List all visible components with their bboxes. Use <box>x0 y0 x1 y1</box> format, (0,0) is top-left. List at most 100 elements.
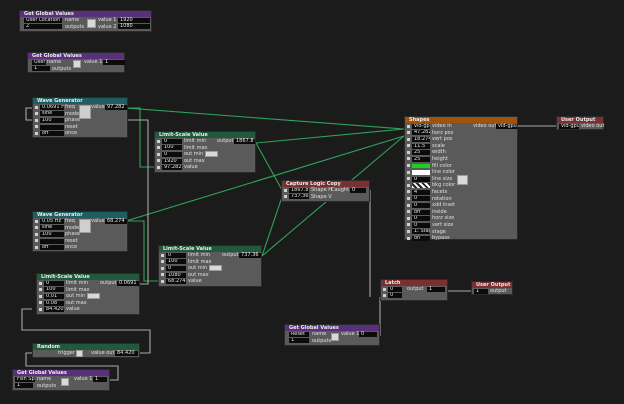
out-max-label: out max <box>188 271 209 278</box>
reset-field[interactable] <box>40 124 64 130</box>
outputs-field[interactable]: 1 <box>289 338 309 344</box>
value-field[interactable]: 84.420 <box>44 307 64 313</box>
limit-max-field[interactable]: 100 <box>162 145 182 151</box>
video-in-label: video in <box>432 123 452 129</box>
value2-output: 1080 <box>118 24 150 30</box>
height-field[interactable]: 25 <box>412 156 430 162</box>
limit-max-field[interactable]: 100 <box>166 259 186 265</box>
horz-size-label: horz size <box>432 215 455 222</box>
globe-icon <box>87 19 96 28</box>
limit-min-field[interactable]: 0 <box>44 280 64 286</box>
vert-pos-field[interactable]: 18.274 <box>412 136 430 142</box>
latch-input-1[interactable]: 0 <box>388 286 402 292</box>
out-min-field[interactable]: 0.01 <box>44 293 64 299</box>
facets-field[interactable]: 4 <box>412 189 430 195</box>
inside-field[interactable]: off <box>412 209 430 215</box>
outputs-label: outputs <box>52 65 72 72</box>
out-max-field[interactable]: 0.08 <box>44 300 64 306</box>
phase-field[interactable]: 100 <box>40 117 64 123</box>
shape-h-field[interactable]: 1867.8 <box>289 187 309 193</box>
freq-field[interactable]: 0.05 Hz <box>40 218 64 224</box>
once-field[interactable]: off <box>40 131 64 137</box>
line-size-field[interactable]: 0 <box>412 176 430 182</box>
bypass-field[interactable]: on <box>412 235 430 241</box>
name-label: name <box>312 331 327 337</box>
wire-wave2-to-ls2 <box>126 220 158 282</box>
bkg-color-swatch[interactable] <box>412 183 430 188</box>
out-min-field[interactable]: 0 <box>166 265 186 271</box>
vert-size-field[interactable]: 0 <box>412 222 430 228</box>
fill-color-swatch[interactable] <box>412 163 430 169</box>
width-label: width <box>432 149 446 156</box>
shape-h-label: Shape H <box>311 187 333 193</box>
video-out-label: video out <box>473 123 497 129</box>
value-field[interactable]: 97.282 <box>162 165 182 171</box>
output-value: 737.36 <box>239 252 261 258</box>
horz-size-field[interactable]: 0 <box>412 216 430 222</box>
out-max-label: out max <box>66 299 87 306</box>
once-field[interactable]: off <box>40 245 64 251</box>
video-in-field[interactable]: vid-gpu <box>412 123 430 129</box>
rotation-field[interactable]: 0 <box>412 196 430 202</box>
name-label: name <box>47 59 62 65</box>
out-min-field[interactable]: 0 <box>162 151 182 157</box>
out-max-field[interactable]: 1080 <box>166 272 186 278</box>
freq-label: freq <box>65 218 75 224</box>
width-field[interactable]: 25 <box>412 150 430 156</box>
value-output: 68.274 <box>105 218 127 224</box>
out-max-label: out max <box>184 157 205 164</box>
value-label: value <box>91 104 105 110</box>
outputs-label: outputs <box>37 382 57 389</box>
outputs-field[interactable]: 2 <box>24 24 62 30</box>
mode-label: mode <box>65 224 80 231</box>
freq-field[interactable]: 0.0691 Hz <box>40 104 64 110</box>
limit-max-label: limit max <box>66 286 90 293</box>
horz-pos-field[interactable]: 47.282 <box>412 130 430 136</box>
caught-label: Caught <box>331 187 350 193</box>
trigger-label: trigger <box>58 350 75 356</box>
user-output-value[interactable]: 1 <box>474 288 488 294</box>
phase-field[interactable]: 100 <box>40 231 64 237</box>
name-field[interactable]: User Location <box>24 17 62 23</box>
limit-max-label: limit max <box>184 144 208 151</box>
get-global-values-node-2[interactable]: Get Global Values User Onamevalue 11 1ou… <box>27 52 125 73</box>
out-min-label: out min <box>188 265 208 272</box>
name-label: name <box>37 376 52 382</box>
xdd-inset-field[interactable]: 0 <box>412 202 430 208</box>
value-field[interactable]: 68.274 <box>166 279 186 285</box>
mode-field[interactable]: sine <box>40 111 64 117</box>
outputs-field[interactable]: 1 <box>15 383 33 389</box>
line-color-swatch[interactable] <box>412 170 430 175</box>
value1-label: value 1 <box>74 376 93 382</box>
outputs-field[interactable]: 1 <box>32 66 50 72</box>
shape-v-label: Shape V <box>311 193 332 200</box>
out-max-field[interactable]: 1920 <box>162 158 182 164</box>
reset-field[interactable] <box>40 238 64 244</box>
limit-min-field[interactable]: 0 <box>162 138 182 144</box>
limit-max-field[interactable]: 100 <box>44 287 64 293</box>
scale-field[interactable]: 11.5 <box>412 143 430 149</box>
wave-generator-node-1[interactable]: Wave Generator 0.0691 Hzfreqvalue97.282 … <box>32 97 128 138</box>
name-field[interactable]: User O <box>32 59 46 65</box>
mode-field[interactable]: sine <box>40 225 64 231</box>
name-field[interactable]: Reset <box>289 331 309 337</box>
limit-min-field[interactable]: 0 <box>166 252 186 258</box>
name-field[interactable]: Fish Sp <box>15 376 35 382</box>
stage-field[interactable]: 1: Stage <box>412 229 430 235</box>
shape-v-field[interactable]: 737.36 <box>289 194 309 200</box>
latch-input-2[interactable]: 0 <box>388 293 402 299</box>
user-output-value[interactable]: vid-gpu <box>559 123 579 129</box>
